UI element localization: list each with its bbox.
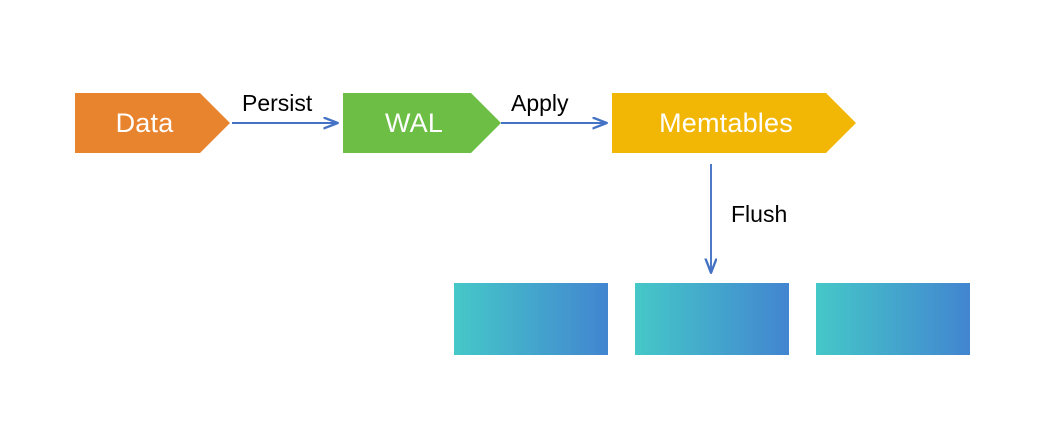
node-memtables-shape bbox=[612, 93, 856, 153]
node-sstable-shape bbox=[454, 283, 608, 355]
edge-label-persist: Persist bbox=[242, 90, 313, 116]
edge-label-flush: Flush bbox=[731, 201, 788, 227]
node-wal-shape bbox=[343, 93, 501, 153]
node-memtables[interactable]: Memtables bbox=[612, 93, 856, 153]
edge-label-apply: Apply bbox=[511, 90, 569, 116]
node-sstable[interactable]: SSTable bbox=[454, 283, 608, 355]
node-data-shape bbox=[75, 93, 230, 153]
node-sstable-shape bbox=[635, 283, 789, 355]
node-wal[interactable]: WAL bbox=[343, 93, 501, 153]
node-sstable-shape bbox=[816, 283, 970, 355]
node-data[interactable]: Data bbox=[75, 93, 230, 153]
node-sstable[interactable]: SSTable bbox=[816, 283, 970, 355]
node-sstable[interactable]: SSTable bbox=[635, 283, 789, 355]
